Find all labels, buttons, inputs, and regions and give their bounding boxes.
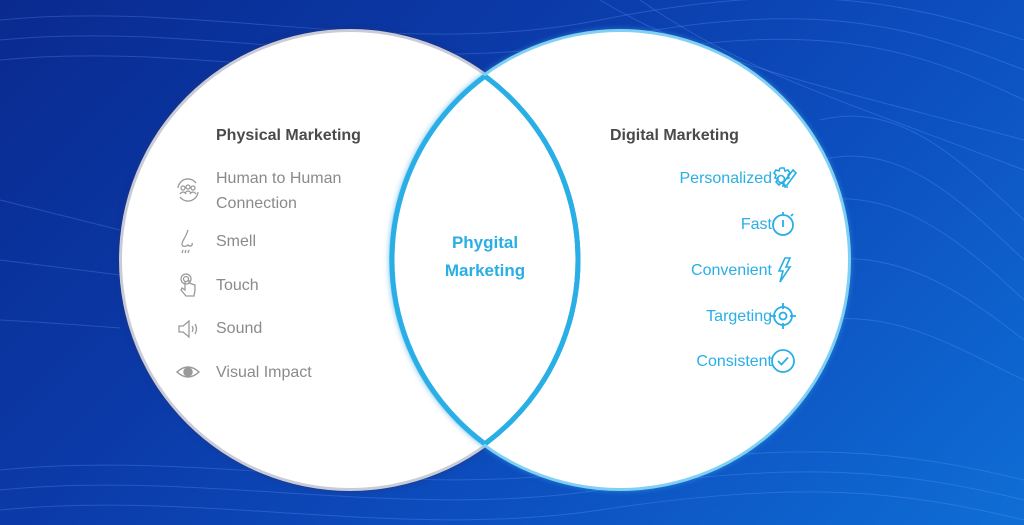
people-cycle-icon (174, 176, 202, 204)
lightning-icon (769, 256, 797, 284)
touch-finger-icon (174, 271, 202, 299)
human-connection-label-line2: Connection (216, 195, 297, 212)
physical-marketing-title: Physical Marketing (216, 127, 361, 144)
crosshair-icon (769, 302, 797, 330)
phygital-label-line1: Phygital (451, 233, 519, 252)
gear-pencil-icon (769, 165, 798, 193)
speaker-icon (174, 315, 202, 343)
eye-icon (174, 358, 202, 386)
human-connection-label-line1: Human to Human (216, 170, 342, 187)
digital-marketing-title: Digital Marketing (610, 127, 739, 144)
personalized-label: Personalized (679, 170, 773, 187)
consistent-label: Consistent (696, 353, 772, 370)
nose-icon (174, 227, 202, 255)
targeting-label: Targeting (706, 308, 772, 325)
touch-label: Touch (216, 277, 259, 294)
visual-impact-label: Visual Impact (216, 364, 312, 381)
smell-label: Smell (216, 233, 257, 250)
convenient-label: Convenient (691, 262, 772, 279)
phygital-label-line2: Marketing (444, 261, 526, 280)
stopwatch-icon (769, 210, 797, 238)
check-circle-icon (769, 347, 797, 375)
phygital-marketing-label: Phygital Marketing (405, 229, 565, 285)
sound-label: Sound (216, 320, 263, 337)
fast-label: Fast (740, 216, 772, 233)
